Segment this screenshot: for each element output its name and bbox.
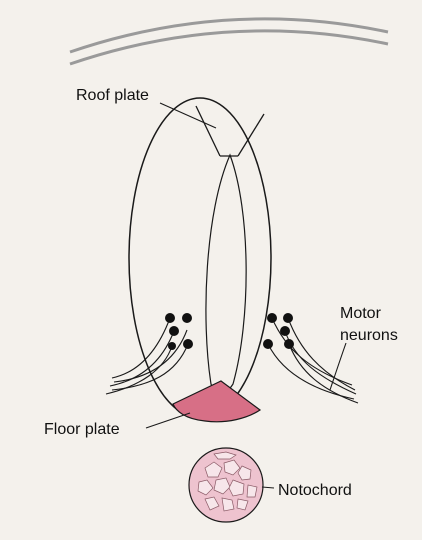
notochord [189, 448, 263, 522]
leader-notochord [262, 487, 274, 488]
label-motor-line1: Motor [340, 305, 382, 322]
surface-ectoderm [70, 19, 388, 64]
leader-floor-plate [146, 413, 190, 428]
label-floor-plate: Floor plate [44, 421, 120, 438]
label-roof-plate: Roof plate [76, 87, 149, 104]
motor-neurons-left [106, 313, 193, 394]
floor-plate [173, 381, 260, 422]
neural-tube-outline [129, 98, 271, 418]
label-notochord: Notochord [278, 482, 352, 499]
label-motor-line2: neurons [340, 327, 398, 344]
leader-motor-neurons [330, 343, 346, 390]
central-canal [206, 155, 246, 395]
